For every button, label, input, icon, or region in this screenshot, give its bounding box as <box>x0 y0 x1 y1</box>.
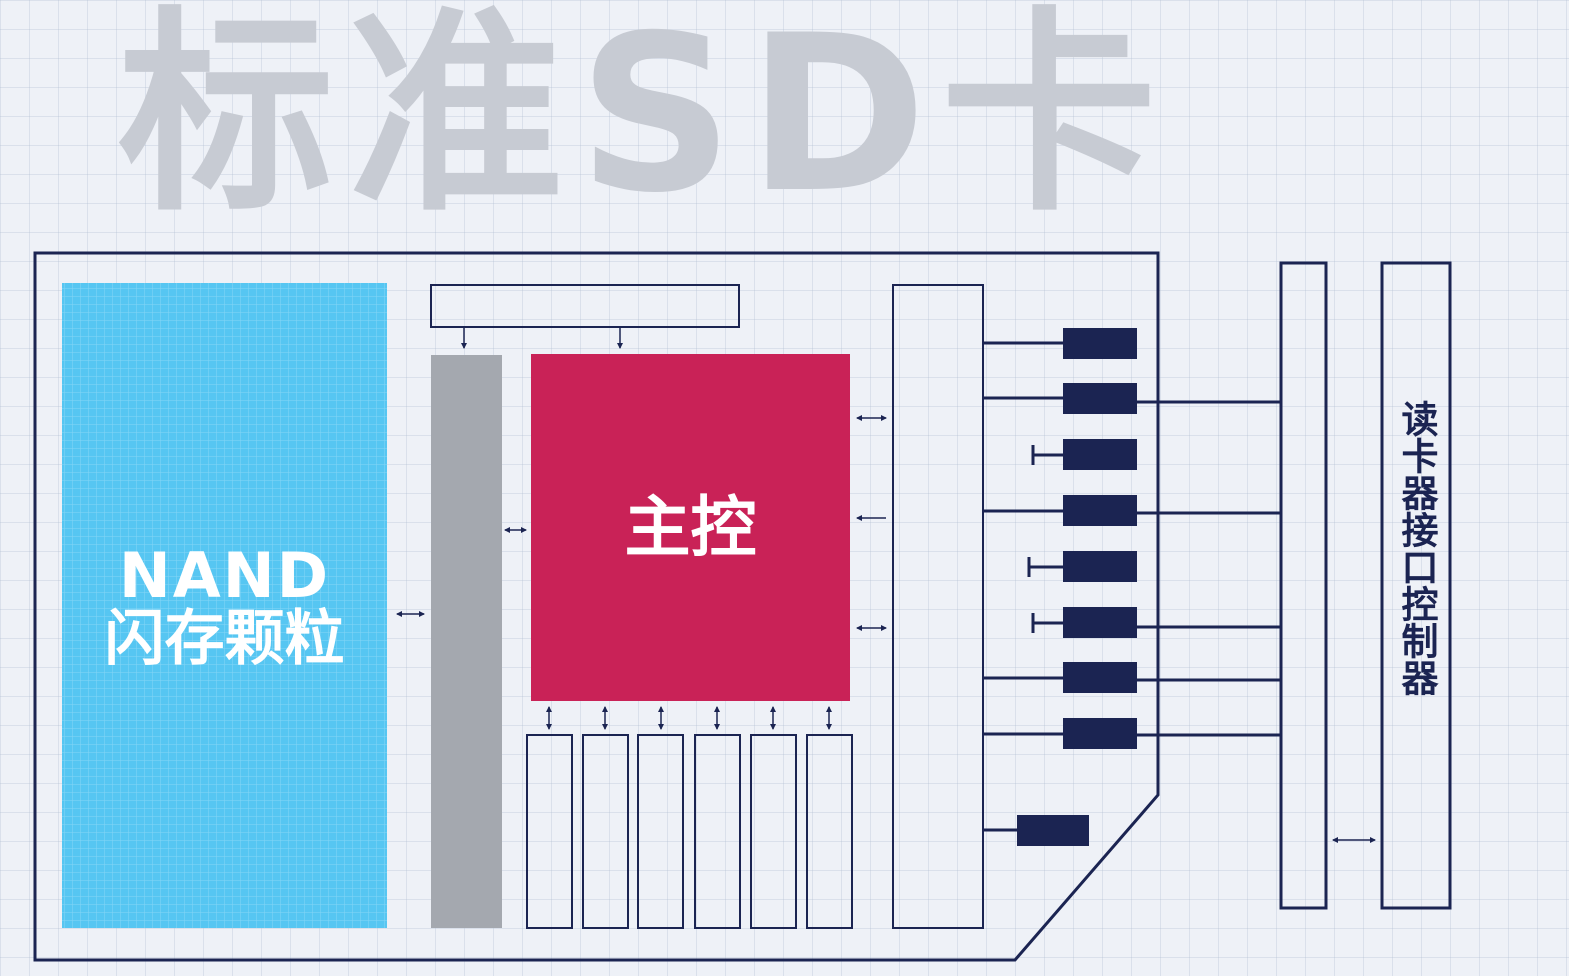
buffer-block <box>582 734 629 929</box>
card-pin <box>1063 439 1137 470</box>
buffer-block <box>526 734 573 929</box>
nand-label-line1: NAND <box>118 539 331 612</box>
card-pin <box>1063 551 1137 582</box>
card-pin <box>1017 815 1089 846</box>
buffer-arrows <box>546 706 832 730</box>
internal-bus <box>431 355 502 928</box>
card-outline <box>33 251 1160 962</box>
card-pins <box>983 328 1137 846</box>
nand-flash-label: NAND 闪存颗粒 <box>62 539 387 674</box>
reader-controller-label: 读卡器接口控制器 <box>1395 400 1438 696</box>
buffer-block <box>694 734 741 929</box>
card-pin <box>1063 383 1137 414</box>
reader-controller-box <box>1380 261 1452 910</box>
reader-connector-column <box>1279 261 1328 910</box>
card-pin <box>1063 607 1137 638</box>
card-pin <box>1063 662 1137 693</box>
page-title: 标准SD卡 <box>118 0 1171 240</box>
controller-block <box>531 354 850 701</box>
buffer-block <box>637 734 684 929</box>
nand-label-line2: 闪存颗粒 <box>104 604 345 674</box>
buffer-block <box>750 734 797 929</box>
card-pin <box>1063 495 1137 526</box>
card-pin <box>1063 718 1137 749</box>
buffer-blocks <box>526 734 853 929</box>
controller-label: 主控 <box>624 489 757 566</box>
nand-flash-grid <box>62 283 387 928</box>
interface-column <box>892 284 984 929</box>
buffer-block <box>806 734 853 929</box>
reader-connections <box>1137 400 1281 737</box>
card-pin <box>1063 328 1137 359</box>
top-register-box <box>430 284 740 328</box>
